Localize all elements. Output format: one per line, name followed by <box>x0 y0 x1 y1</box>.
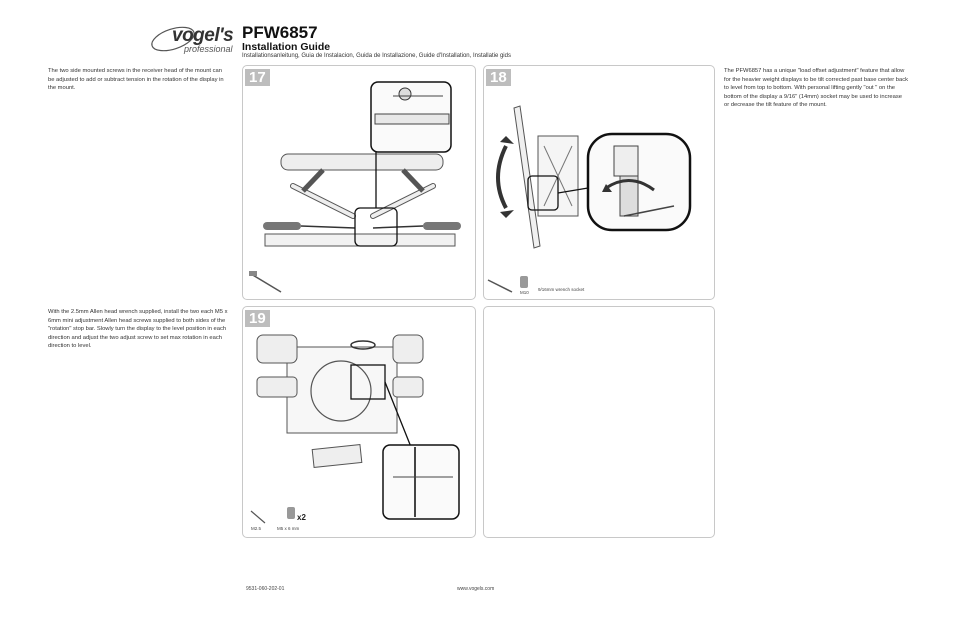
step-number: 19 <box>245 310 270 327</box>
wrench-label: M2.5 <box>251 526 262 531</box>
step-number: 18 <box>486 69 511 86</box>
part-label: M10 <box>520 290 529 295</box>
document-code: 9531-060-202-01 <box>246 586 285 592</box>
illustration-mount-receiver-screws <box>249 81 461 293</box>
logo-subtext: professional <box>184 44 233 54</box>
tool-label: 9/16mm wrench socket <box>538 287 585 292</box>
logo-wordmark: vogel's <box>172 25 234 46</box>
panel-step-17: 17 <box>242 65 476 300</box>
panel-step-19: 19 x2 M2.5 M5 x 6 mm <box>242 306 476 538</box>
screw-label: M5 x 6 mm <box>277 526 300 531</box>
illustration-rotation-stop-screws <box>250 334 460 524</box>
quantity-label: x2 <box>297 513 306 522</box>
step-number: 17 <box>245 69 270 86</box>
panel-empty <box>483 306 715 538</box>
instruction-text-load-offset: The PFW6857 has a unique "load offset ad… <box>724 68 908 109</box>
instruction-text-rotation-tension: The two side mounted screws in the recei… <box>48 68 224 92</box>
page-subtitle: Installation Guide <box>242 41 331 53</box>
panel-step-18: 18 M10 9/16mm wrench socket <box>483 65 715 300</box>
illustration-load-offset-adjustment <box>487 105 692 293</box>
language-list: Installationsanleitung, Guia de Instalac… <box>242 53 511 59</box>
website-url: www.vogels.com <box>457 586 495 592</box>
vogels-logo-swoosh <box>151 26 195 52</box>
instruction-text-rotation-stop: With the 2.5mm Allen head wrench supplie… <box>48 309 228 350</box>
page-title: PFW6857 <box>242 23 318 42</box>
